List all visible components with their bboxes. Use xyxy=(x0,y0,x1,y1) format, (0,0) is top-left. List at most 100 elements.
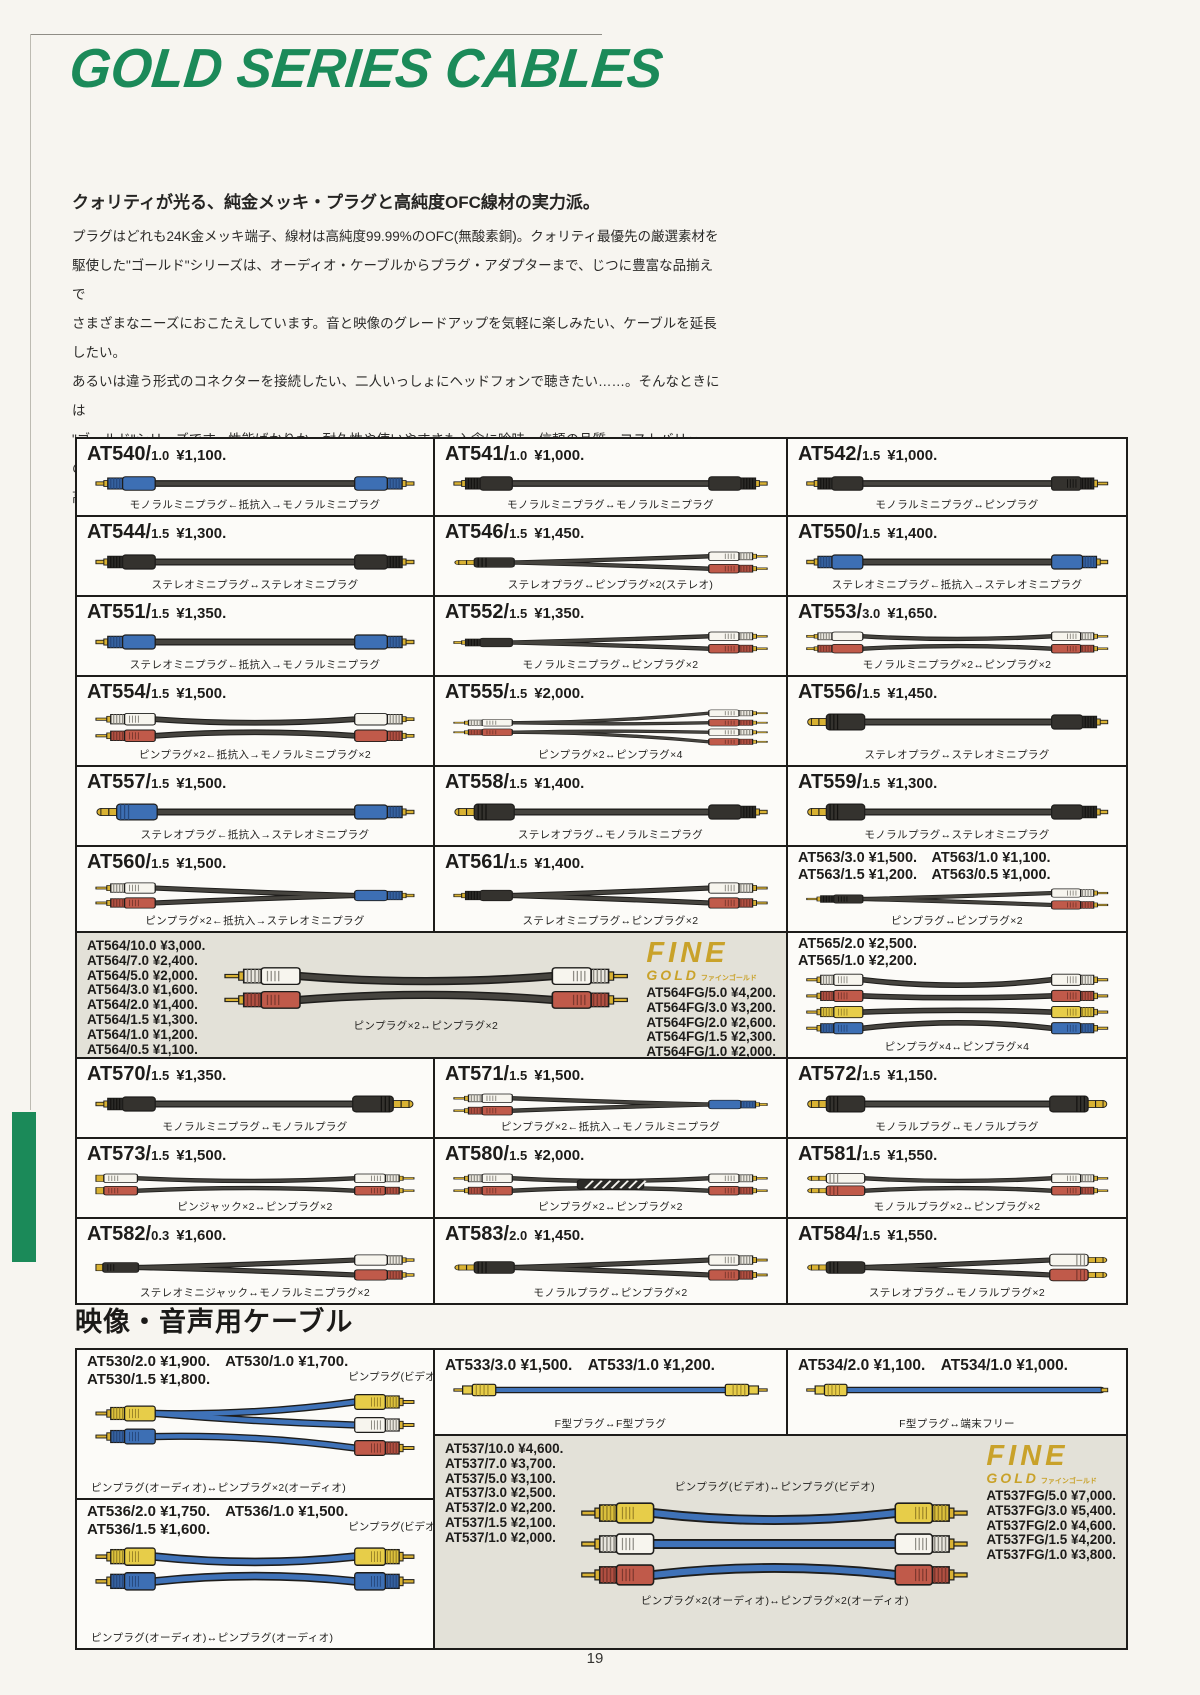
product-caption: ステレオミニプラグ←抵抗入→モノラルミニプラグ xyxy=(129,659,381,671)
product-caption: モノラルミニプラグ↔ピンプラグ xyxy=(875,499,1039,511)
product-cell-at541: AT541/1.0¥1,000. モノラルミニプラグ↔モノラルミニプラグ xyxy=(435,439,786,515)
video-caption: ピンプラグ(ビデオ)↔ピンプラグ(ビデオ) xyxy=(348,1371,433,1383)
cable-length: 1.5 xyxy=(151,686,170,701)
product-title: AT570/1.5¥1,350. xyxy=(87,1063,227,1085)
cable-illustration xyxy=(453,1093,768,1116)
product-caption: モノラルミニプラグ↔モノラルミニプラグ xyxy=(506,499,715,511)
product-cell-at572: AT572/1.5¥1,150. モノラルプラグ↔モノラルプラグ xyxy=(788,1059,1126,1137)
cable-illustration xyxy=(453,631,768,654)
product-cell-at580: AT580/1.5¥2,000. ピンプラグ×2↔ピンプラグ×2 xyxy=(435,1139,786,1217)
product-caption: ピンプラグ×2←抵抗入→ステレオミニプラグ xyxy=(145,915,365,927)
product-caption: ステレオミニプラグ↔ステレオミニプラグ xyxy=(151,579,359,591)
product-caption: モノラルプラグ↔ピンプラグ×2 xyxy=(533,1287,688,1299)
product-title: AT584/1.5¥1,550. xyxy=(798,1223,938,1245)
model-number: AT556 xyxy=(798,681,857,703)
product-caption: ステレオプラグ↔モノラルプラグ×2 xyxy=(868,1287,1046,1299)
cable-length: 0.3 xyxy=(151,1228,170,1243)
page-title: GOLD SERIES CABLES xyxy=(66,37,666,99)
product-title: AT554/1.5¥1,500. xyxy=(87,681,227,703)
cable-illustration xyxy=(453,1173,768,1196)
product-cell-at573: AT573/1.5¥1,500. ピンジャック×2↔ピンプラグ×2 xyxy=(77,1139,433,1217)
left-green-bar xyxy=(12,1112,36,1262)
product-caption: ピンプラグ×2↔ピンプラグ×4 xyxy=(538,749,683,761)
price-line: AT537/5.0 ¥3,100. xyxy=(445,1470,556,1486)
product-cell-at570: AT570/1.5¥1,350. モノラルミニプラグ↔モノラルプラグ xyxy=(77,1059,433,1137)
product-cell-at546: AT546/1.5¥1,450. ステレオプラグ↔ピンプラグ×2(ステレオ) xyxy=(435,517,786,595)
product-caption: ピンプラグ×2↔ピンプラグ×2 xyxy=(353,1020,499,1032)
price-line: AT564/1.0 ¥1,200. xyxy=(87,1026,198,1042)
price: ¥1,450. xyxy=(887,685,938,702)
cable-length: 1.5 xyxy=(509,856,528,871)
model-number: AT540 xyxy=(87,443,146,465)
price: ¥1,000. xyxy=(887,447,938,464)
cable-length: 1.5 xyxy=(862,448,881,463)
cable-illustration xyxy=(806,973,1108,1035)
price-line: AT564/3.0 ¥1,600. xyxy=(87,982,198,998)
model-number: AT553 xyxy=(798,601,857,623)
product-cell-at537-fine-gold-block: AT537/10.0 ¥4,600.AT537/7.0 ¥3,700.AT537… xyxy=(435,1436,1126,1648)
model-number: AT582 xyxy=(87,1223,146,1245)
product-caption: ステレオプラグ←抵抗入→ステレオミニプラグ xyxy=(140,829,370,841)
product-title: AT560/1.5¥1,500. xyxy=(87,851,227,873)
product-caption: ステレオミニプラグ←抵抗入→ステレオミニプラグ xyxy=(831,579,1083,591)
product-cell-at558: AT558/1.5¥1,400. ステレオプラグ↔モノラルミニプラグ xyxy=(435,767,786,845)
product-caption: モノラルミニプラグ↔モノラルプラグ xyxy=(162,1121,348,1133)
cable-length: 1.0 xyxy=(509,448,528,463)
product-cell-at552: AT552/1.5¥1,350. モノラルミニプラグ↔ピンプラグ×2 xyxy=(435,597,786,675)
model-number: AT551 xyxy=(87,601,146,623)
price-line: AT537/7.0 ¥3,700. xyxy=(445,1455,556,1471)
price-list: AT536/2.0 ¥1,750. AT536/1.0 ¥1,500.AT536… xyxy=(87,1503,348,1538)
model-number: AT542 xyxy=(798,443,857,465)
model-number: AT544 xyxy=(87,521,146,543)
product-caption: ピンプラグ×2←抵抗入→モノラルミニプラグ×2 xyxy=(138,749,372,761)
product-title: AT558/1.5¥1,400. xyxy=(445,771,585,793)
video-section-heading: 映像・音声用ケーブル xyxy=(75,1307,354,1337)
price-line: AT564/1.5 ¥1,300. xyxy=(87,1011,198,1027)
product-caption: F型プラグ↔F型プラグ xyxy=(554,1418,667,1430)
price-line: AT537/1.5 ¥2,100. xyxy=(445,1514,556,1530)
cable-illustration xyxy=(454,803,768,821)
model-number: AT557 xyxy=(87,771,146,793)
product-caption: モノラルミニプラグ↔ピンプラグ×2 xyxy=(522,659,699,671)
product-cell-at550: AT550/1.5¥1,400. ステレオミニプラグ←抵抗入→ステレオミニプラグ xyxy=(788,517,1126,595)
fine-gold-price-list: AT564FG/5.0 ¥4,200.AT564FG/3.0 ¥3,200.AT… xyxy=(646,985,776,1057)
price-line: AT536/2.0 ¥1,750. AT536/1.0 ¥1,500. xyxy=(87,1503,349,1520)
cable-illustration xyxy=(96,803,415,821)
price-line: AT537FG/2.0 ¥4,600. xyxy=(986,1517,1116,1533)
product-caption: ピンプラグ×2←抵抗入→モノラルミニプラグ xyxy=(500,1121,721,1133)
video-caption: ピンプラグ(ビデオ)↔ピンプラグ(ビデオ) xyxy=(348,1521,433,1533)
price: ¥1,400. xyxy=(887,525,938,542)
cable-length: 1.5 xyxy=(151,1068,170,1083)
price-line: AT564/0.5 ¥1,100. xyxy=(87,1041,198,1057)
product-cell-at581: AT581/1.5¥1,550. モノラルプラグ×2↔ピンプラグ×2 xyxy=(788,1139,1126,1217)
product-cell-at559: AT559/1.5¥1,300. モノラルプラグ↔ステレオミニプラグ xyxy=(788,767,1126,845)
product-cell-at542: AT542/1.5¥1,000. モノラルミニプラグ↔ピンプラグ xyxy=(788,439,1126,515)
product-caption: モノラルミニプラグ×2↔ピンプラグ×2 xyxy=(862,659,1052,671)
cable-illustration xyxy=(453,476,768,491)
price: ¥1,400. xyxy=(534,775,585,792)
product-caption: モノラルミニプラグ←抵抗入→モノラルミニプラグ xyxy=(129,499,381,511)
price: ¥1,550. xyxy=(887,1147,938,1164)
cable-illustration xyxy=(806,1253,1108,1282)
price: ¥1,000. xyxy=(534,447,585,464)
product-cell-at533: AT533/3.0 ¥1,500. AT533/1.0 ¥1,200. F型プラ… xyxy=(435,1350,786,1434)
model-number: AT571 xyxy=(445,1063,504,1085)
price-line: AT563/1.5 ¥1,200. AT563/0.5 ¥1,000. xyxy=(798,866,1051,883)
cable-length: 1.5 xyxy=(151,1148,170,1163)
product-caption: ピンプラグ(オーディオ)↔ピンプラグ(オーディオ) xyxy=(91,1632,334,1644)
cable-illustration xyxy=(453,709,768,746)
product-cell-at555: AT555/1.5¥2,000. xyxy=(435,677,786,765)
price: ¥1,350. xyxy=(176,1067,227,1084)
intro-line: 駆使した"ゴールド"シリーズは、オーディオ・ケーブルからプラグ・アダプターまで、… xyxy=(72,258,714,302)
intro-line: プラグはどれも24K金メッキ端子、線材は高純度99.99%のOFC(無酸素銅)。… xyxy=(72,229,719,244)
product-caption: ピンプラグ×4↔ピンプラグ×4 xyxy=(884,1041,1030,1053)
cable-illustration xyxy=(95,1254,415,1281)
product-caption: ピンプラグ×2(オーディオ)↔ピンプラグ×2(オーディオ) xyxy=(640,1595,909,1607)
cable-length: 1.5 xyxy=(862,1148,881,1163)
product-title: AT544/1.5¥1,300. xyxy=(87,521,227,543)
cable-illustration xyxy=(95,554,415,570)
product-caption: ピンプラグ(オーディオ)↔ピンプラグ×2(オーディオ) xyxy=(91,1482,347,1494)
price: ¥1,500. xyxy=(176,855,227,872)
product-caption: モノラルプラグ↔ステレオミニプラグ xyxy=(864,829,1050,841)
